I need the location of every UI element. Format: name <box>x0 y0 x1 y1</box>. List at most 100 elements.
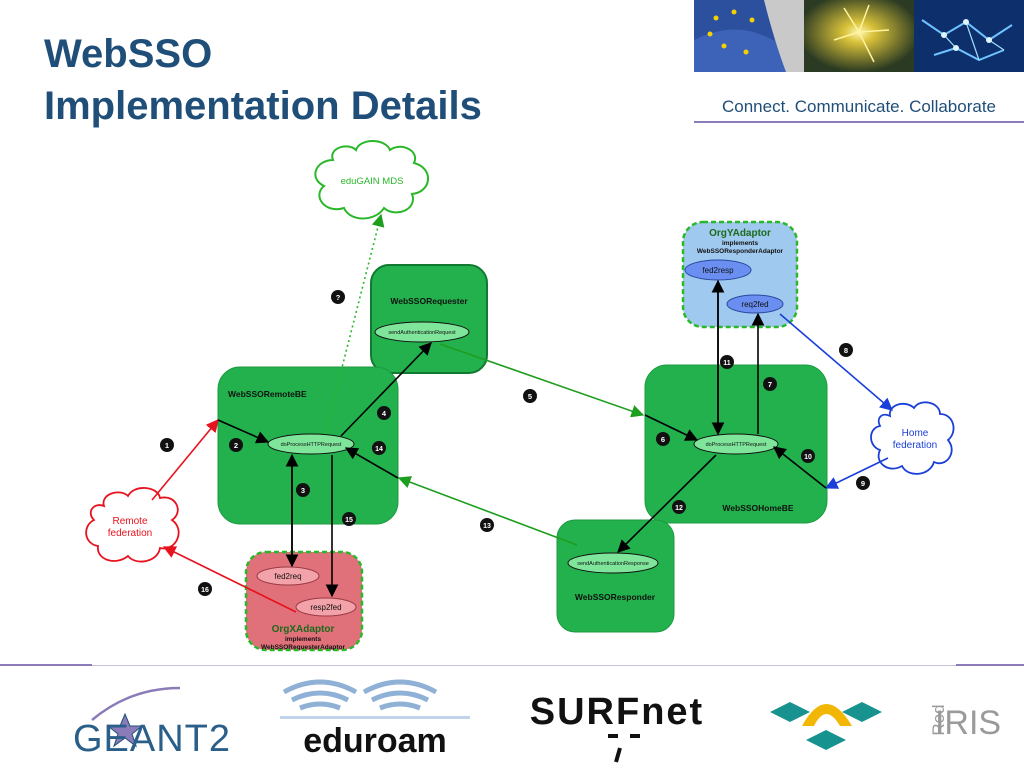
arrow-1 <box>151 419 219 501</box>
svg-text:8: 8 <box>844 346 848 355</box>
arrow-2 <box>217 419 270 444</box>
svg-text:11: 11 <box>723 360 731 367</box>
step-marker: 4 <box>377 406 391 420</box>
org-x-implements-label: implements <box>285 636 322 643</box>
org-y-implements-label: implements <box>722 240 759 247</box>
step-marker: 1 <box>160 438 174 452</box>
arrow-14 <box>344 447 399 479</box>
header-photo-strip <box>694 0 1024 72</box>
geant2-logo-text: GEANT2 <box>73 718 231 760</box>
websso-home-be-label: WebSSOHomeBE <box>722 503 793 513</box>
arrow-5 <box>439 343 645 418</box>
svg-text:4: 4 <box>382 409 387 418</box>
step-marker: 14 <box>372 441 386 455</box>
do-process-remote-label: doProcessHTTPRequest <box>281 442 342 448</box>
resp2fed-label: resp2fed <box>310 603 341 612</box>
title-line-2: Implementation Details <box>44 84 482 128</box>
home-federation-cloud: Home federation <box>870 401 955 475</box>
send-auth-response-label: sendAuthenticationResponse <box>577 561 649 567</box>
fed2req-label: fed2req <box>274 572 301 581</box>
do-process-remote-node: doProcessHTTPRequest <box>267 433 355 455</box>
do-process-home-node: doProcessHTTPRequest <box>693 433 779 455</box>
step-marker: 10 <box>801 449 815 463</box>
svg-text:7: 7 <box>768 380 772 389</box>
surfnet-logo: SURFnet <box>530 691 704 763</box>
fed2resp-node: fed2resp <box>684 259 752 281</box>
edugain-mds-cloud: eduGAIN MDS <box>314 140 429 220</box>
resp2fed-node: resp2fed <box>295 597 357 617</box>
svg-text:15: 15 <box>345 517 353 524</box>
arrow-9 <box>824 457 889 489</box>
svg-text:13: 13 <box>483 523 491 530</box>
tagline: Connect. Communicate. Collaborate <box>721 97 997 116</box>
remote-federation-label-1: Remote <box>112 516 147 527</box>
step-marker: 11 <box>720 355 734 369</box>
svg-text:12: 12 <box>675 505 683 512</box>
step-markers: 1 2 3 4 5 6 7 8 9 10 11 12 13 14 15 16 ? <box>160 290 870 596</box>
eduroam-logo: eduroam <box>280 679 470 760</box>
rediris-red-text: Red <box>929 704 948 735</box>
fed2req-node: fed2req <box>256 566 320 586</box>
remote-federation-label-2: federation <box>108 528 152 539</box>
step-marker: 2 <box>229 438 243 452</box>
org-y-interface-label: WebSSOResponderAdaptor <box>697 248 784 255</box>
fed2resp-label: fed2resp <box>702 266 734 275</box>
svg-text:1: 1 <box>165 441 169 450</box>
req2fed-node: req2fed <box>726 294 784 314</box>
arrow-10 <box>772 446 827 489</box>
svg-text:3: 3 <box>301 486 305 495</box>
slide-title: WebSSO Implementation Details <box>44 28 482 132</box>
websso-responder-box: WebSSOResponder <box>556 519 675 633</box>
websso-responder-label: WebSSOResponder <box>575 592 656 602</box>
arrow-8 <box>779 313 893 411</box>
step-marker: 12 <box>672 500 686 514</box>
arrow-12 <box>617 454 717 553</box>
org-y-adaptor-title: OrgYAdaptor <box>709 228 771 239</box>
title-line-1: WebSSO <box>44 32 213 76</box>
home-federation-label-2: federation <box>893 440 937 451</box>
svg-text:10: 10 <box>804 454 812 461</box>
svg-text:5: 5 <box>528 392 532 401</box>
tagline-rule <box>694 121 1024 123</box>
org-x-interface-label: WebSSORequesterAdaptor <box>261 644 346 651</box>
step-marker: 6 <box>656 432 670 446</box>
org-x-adaptor-title: OrgXAdaptor <box>272 624 335 635</box>
rediris-logo: Red IRIS <box>770 702 1001 750</box>
websso-remote-be-label: WebSSORemoteBE <box>228 389 307 399</box>
home-federation-label-1: Home <box>902 428 929 439</box>
websso-diagram: eduGAIN MDS Remote federation Home feder… <box>85 140 955 652</box>
send-auth-response-node: sendAuthenticationResponse <box>567 552 659 574</box>
websso-requester-box: WebSSORequester <box>370 264 488 374</box>
websso-requester-label: WebSSORequester <box>390 296 468 306</box>
svg-text:16: 16 <box>201 587 209 594</box>
svg-text:?: ? <box>336 293 341 302</box>
step-marker: 9 <box>856 476 870 490</box>
svg-text:2: 2 <box>234 441 238 450</box>
step-marker: 16 <box>198 582 212 596</box>
light-glow-photo <box>804 0 914 72</box>
flow-arrows <box>151 213 893 613</box>
step-marker: 8 <box>839 343 853 357</box>
footer-rule-left <box>0 664 92 666</box>
network-map-photo <box>914 0 1024 72</box>
svg-text:6: 6 <box>661 435 665 444</box>
svg-text:14: 14 <box>375 446 383 453</box>
arrow-16 <box>162 546 297 613</box>
edugain-mds-label: eduGAIN MDS <box>341 176 404 187</box>
step-marker: 7 <box>763 377 777 391</box>
eduroam-logo-text: eduroam <box>303 722 447 760</box>
surfnet-logo-text: SURFnet <box>530 691 704 733</box>
arrow-6 <box>644 414 699 441</box>
remote-federation-cloud: Remote federation <box>85 487 180 563</box>
step-marker: 15 <box>342 512 356 526</box>
step-marker: 5 <box>523 389 537 403</box>
footer-rule <box>92 665 956 666</box>
step-marker: 3 <box>296 483 310 497</box>
req2fed-label: req2fed <box>741 300 768 309</box>
rediris-iris-text: IRIS <box>935 704 1001 742</box>
partner-logos: GEANT2 eduroam SURFnet Red IRIS <box>73 679 1001 763</box>
send-auth-request-node: sendAuthenticationRequest <box>374 321 470 343</box>
eu-flag-photo <box>694 0 804 72</box>
arrow-4 <box>340 342 432 437</box>
do-process-home-label: doProcessHTTPRequest <box>706 442 767 448</box>
